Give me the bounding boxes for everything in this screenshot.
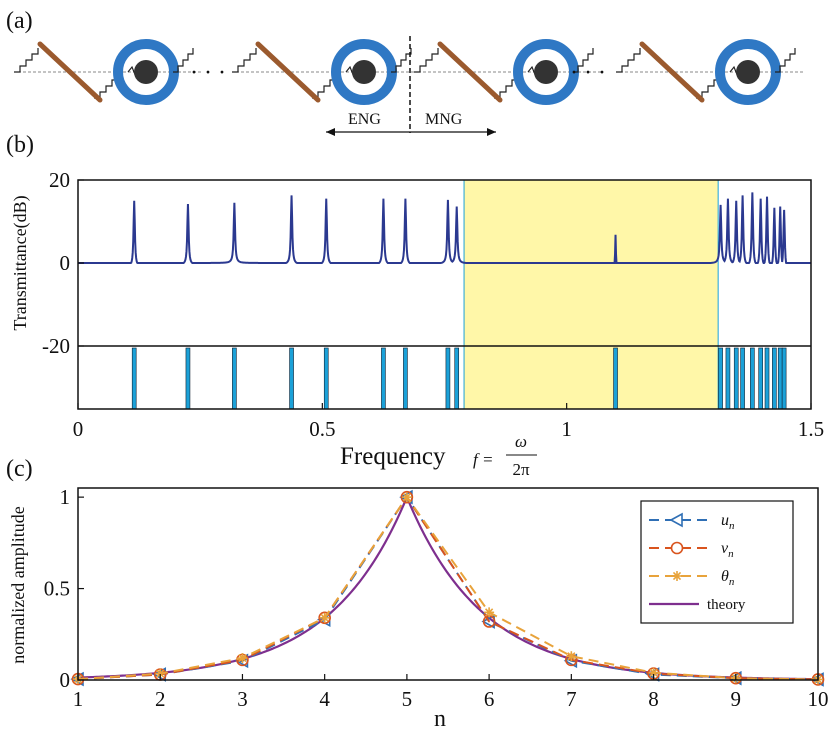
panel-label-a: (a) xyxy=(6,8,33,34)
series-theta-point-7 xyxy=(566,651,577,662)
inner-mass xyxy=(534,60,558,84)
b-ytick-label-0: 20 xyxy=(49,168,70,192)
b-ytick-label-1: 0 xyxy=(60,251,71,275)
legend-marker-v xyxy=(670,541,684,555)
step-left xyxy=(232,48,257,73)
c-ytick-label-2: 1 xyxy=(60,485,71,509)
chain-schematic xyxy=(14,39,805,105)
series-theta-point-3 xyxy=(237,653,248,664)
c-xtick-label-4: 5 xyxy=(402,687,413,711)
c-xtick-label-5: 6 xyxy=(484,687,495,711)
b-ytick-label-2: -20 xyxy=(42,334,70,358)
eigenfrequency-bar-7 xyxy=(403,347,408,410)
eigenfrequency-bar-19 xyxy=(777,347,783,410)
eigenfrequency-bar-20 xyxy=(781,347,787,410)
step-left xyxy=(14,48,39,73)
c-xtick-label-0: 1 xyxy=(73,687,84,711)
b-xlabel: Frequency xyxy=(340,443,446,470)
eigenfrequency-bar-10 xyxy=(613,347,618,410)
eigenfrequency-bar-4 xyxy=(289,347,294,410)
unit-cell-3 xyxy=(414,39,603,105)
rigid-rod xyxy=(437,41,503,103)
series-theta-point-4 xyxy=(319,612,330,623)
unit-cell-2 xyxy=(232,39,421,105)
b-xtick-label-2: 1 xyxy=(561,417,572,441)
eigenfrequency-bar-5 xyxy=(323,347,329,410)
series-v-point-9 xyxy=(729,671,743,685)
mng-arrow xyxy=(410,128,496,136)
eigenfrequency-bar-17 xyxy=(764,347,770,410)
mng-label: MNG xyxy=(425,111,463,128)
series-v-point-5 xyxy=(400,490,414,504)
b-ylabel: Transmittance(dB) xyxy=(10,195,31,330)
legend-marker-u xyxy=(669,512,683,528)
c-axes-frame xyxy=(77,487,819,681)
eng-arrow xyxy=(326,128,410,136)
eng-label: ENG xyxy=(348,111,381,128)
series-v-point-4 xyxy=(318,611,331,625)
b-xtick-label-1: 0.5 xyxy=(309,417,335,441)
c-xtick-label-8: 9 xyxy=(731,687,742,711)
b-xlabel-formula: f = ω 2π xyxy=(473,432,537,479)
series-v-line xyxy=(77,495,819,681)
c-xlabel: n xyxy=(434,706,446,731)
c-xtick-label-1: 2 xyxy=(155,687,166,711)
eigenfrequency-bar-18 xyxy=(772,347,777,410)
c-ylabel: normalized amplitude xyxy=(8,506,28,663)
transmittance-curve xyxy=(78,192,811,264)
inner-mass xyxy=(736,60,760,84)
c-ytick-label-0: 0 xyxy=(60,668,71,692)
eigenfrequency-bar-16 xyxy=(758,347,763,410)
eigenfrequency-bar-6 xyxy=(381,347,386,410)
series-theta-point-6 xyxy=(484,607,495,618)
c-xtick-label-2: 3 xyxy=(237,687,248,711)
eigenfrequency-bar-8 xyxy=(445,347,451,410)
step-left xyxy=(616,48,641,73)
step-outer xyxy=(775,48,796,73)
c-xtick-label-7: 8 xyxy=(648,687,659,711)
eigenfrequency-bar-12 xyxy=(725,347,731,410)
step-left xyxy=(414,48,439,73)
svg-text:f =: f = xyxy=(473,450,493,469)
panel-label-b: (b) xyxy=(6,132,34,158)
c-xtick-label-3: 4 xyxy=(319,687,330,711)
legend-marker-theta xyxy=(672,571,682,581)
series-theta-point-5 xyxy=(401,492,412,503)
rigid-rod xyxy=(639,41,705,103)
svg-text:ω: ω xyxy=(515,432,527,451)
b-xtick-label-0: 0 xyxy=(73,417,84,441)
legend-box xyxy=(640,500,794,624)
unit-cell-4 xyxy=(616,39,805,105)
inner-mass xyxy=(352,60,376,84)
eigenfrequency-bar-9 xyxy=(454,347,460,410)
inner-mass xyxy=(134,60,158,84)
eigenfrequency-bar-2 xyxy=(185,347,191,410)
eigenfrequency-bar-11 xyxy=(718,347,723,410)
band-gap-region xyxy=(464,180,719,409)
eigenfrequency-bar-15 xyxy=(750,347,755,410)
rigid-rod xyxy=(255,41,321,103)
eigenfrequency-bar-3 xyxy=(232,347,237,410)
ellipsis-left: · · · xyxy=(190,60,226,86)
c-xtick-label-6: 7 xyxy=(566,687,577,711)
step-outer xyxy=(173,48,194,73)
transmittance-chart: 0 0.5 1 1.5 20 0 -20 xyxy=(42,168,824,441)
amplitude-chart: 1 2 3 4 5 6 7 8 9 10 0 0.5 1 xyxy=(44,485,829,711)
step-outer xyxy=(573,48,594,73)
svg-text:2π: 2π xyxy=(512,460,530,479)
c-ytick-label-1: 0.5 xyxy=(44,577,70,601)
unit-cell-1 xyxy=(14,39,203,105)
eigenfrequency-bar-1 xyxy=(131,347,137,410)
b-xtick-label-3: 1.5 xyxy=(798,417,824,441)
legend-label-theory: theory xyxy=(707,597,746,613)
ellipsis-right: · · · xyxy=(570,60,606,86)
eigenfrequency-bar-13 xyxy=(733,347,739,410)
panel-label-c: (c) xyxy=(6,456,33,482)
eigenfrequency-bar-14 xyxy=(740,347,745,410)
rigid-rod xyxy=(37,41,103,103)
c-xtick-label-9: 10 xyxy=(808,687,829,711)
b-axes-frame xyxy=(77,179,812,410)
